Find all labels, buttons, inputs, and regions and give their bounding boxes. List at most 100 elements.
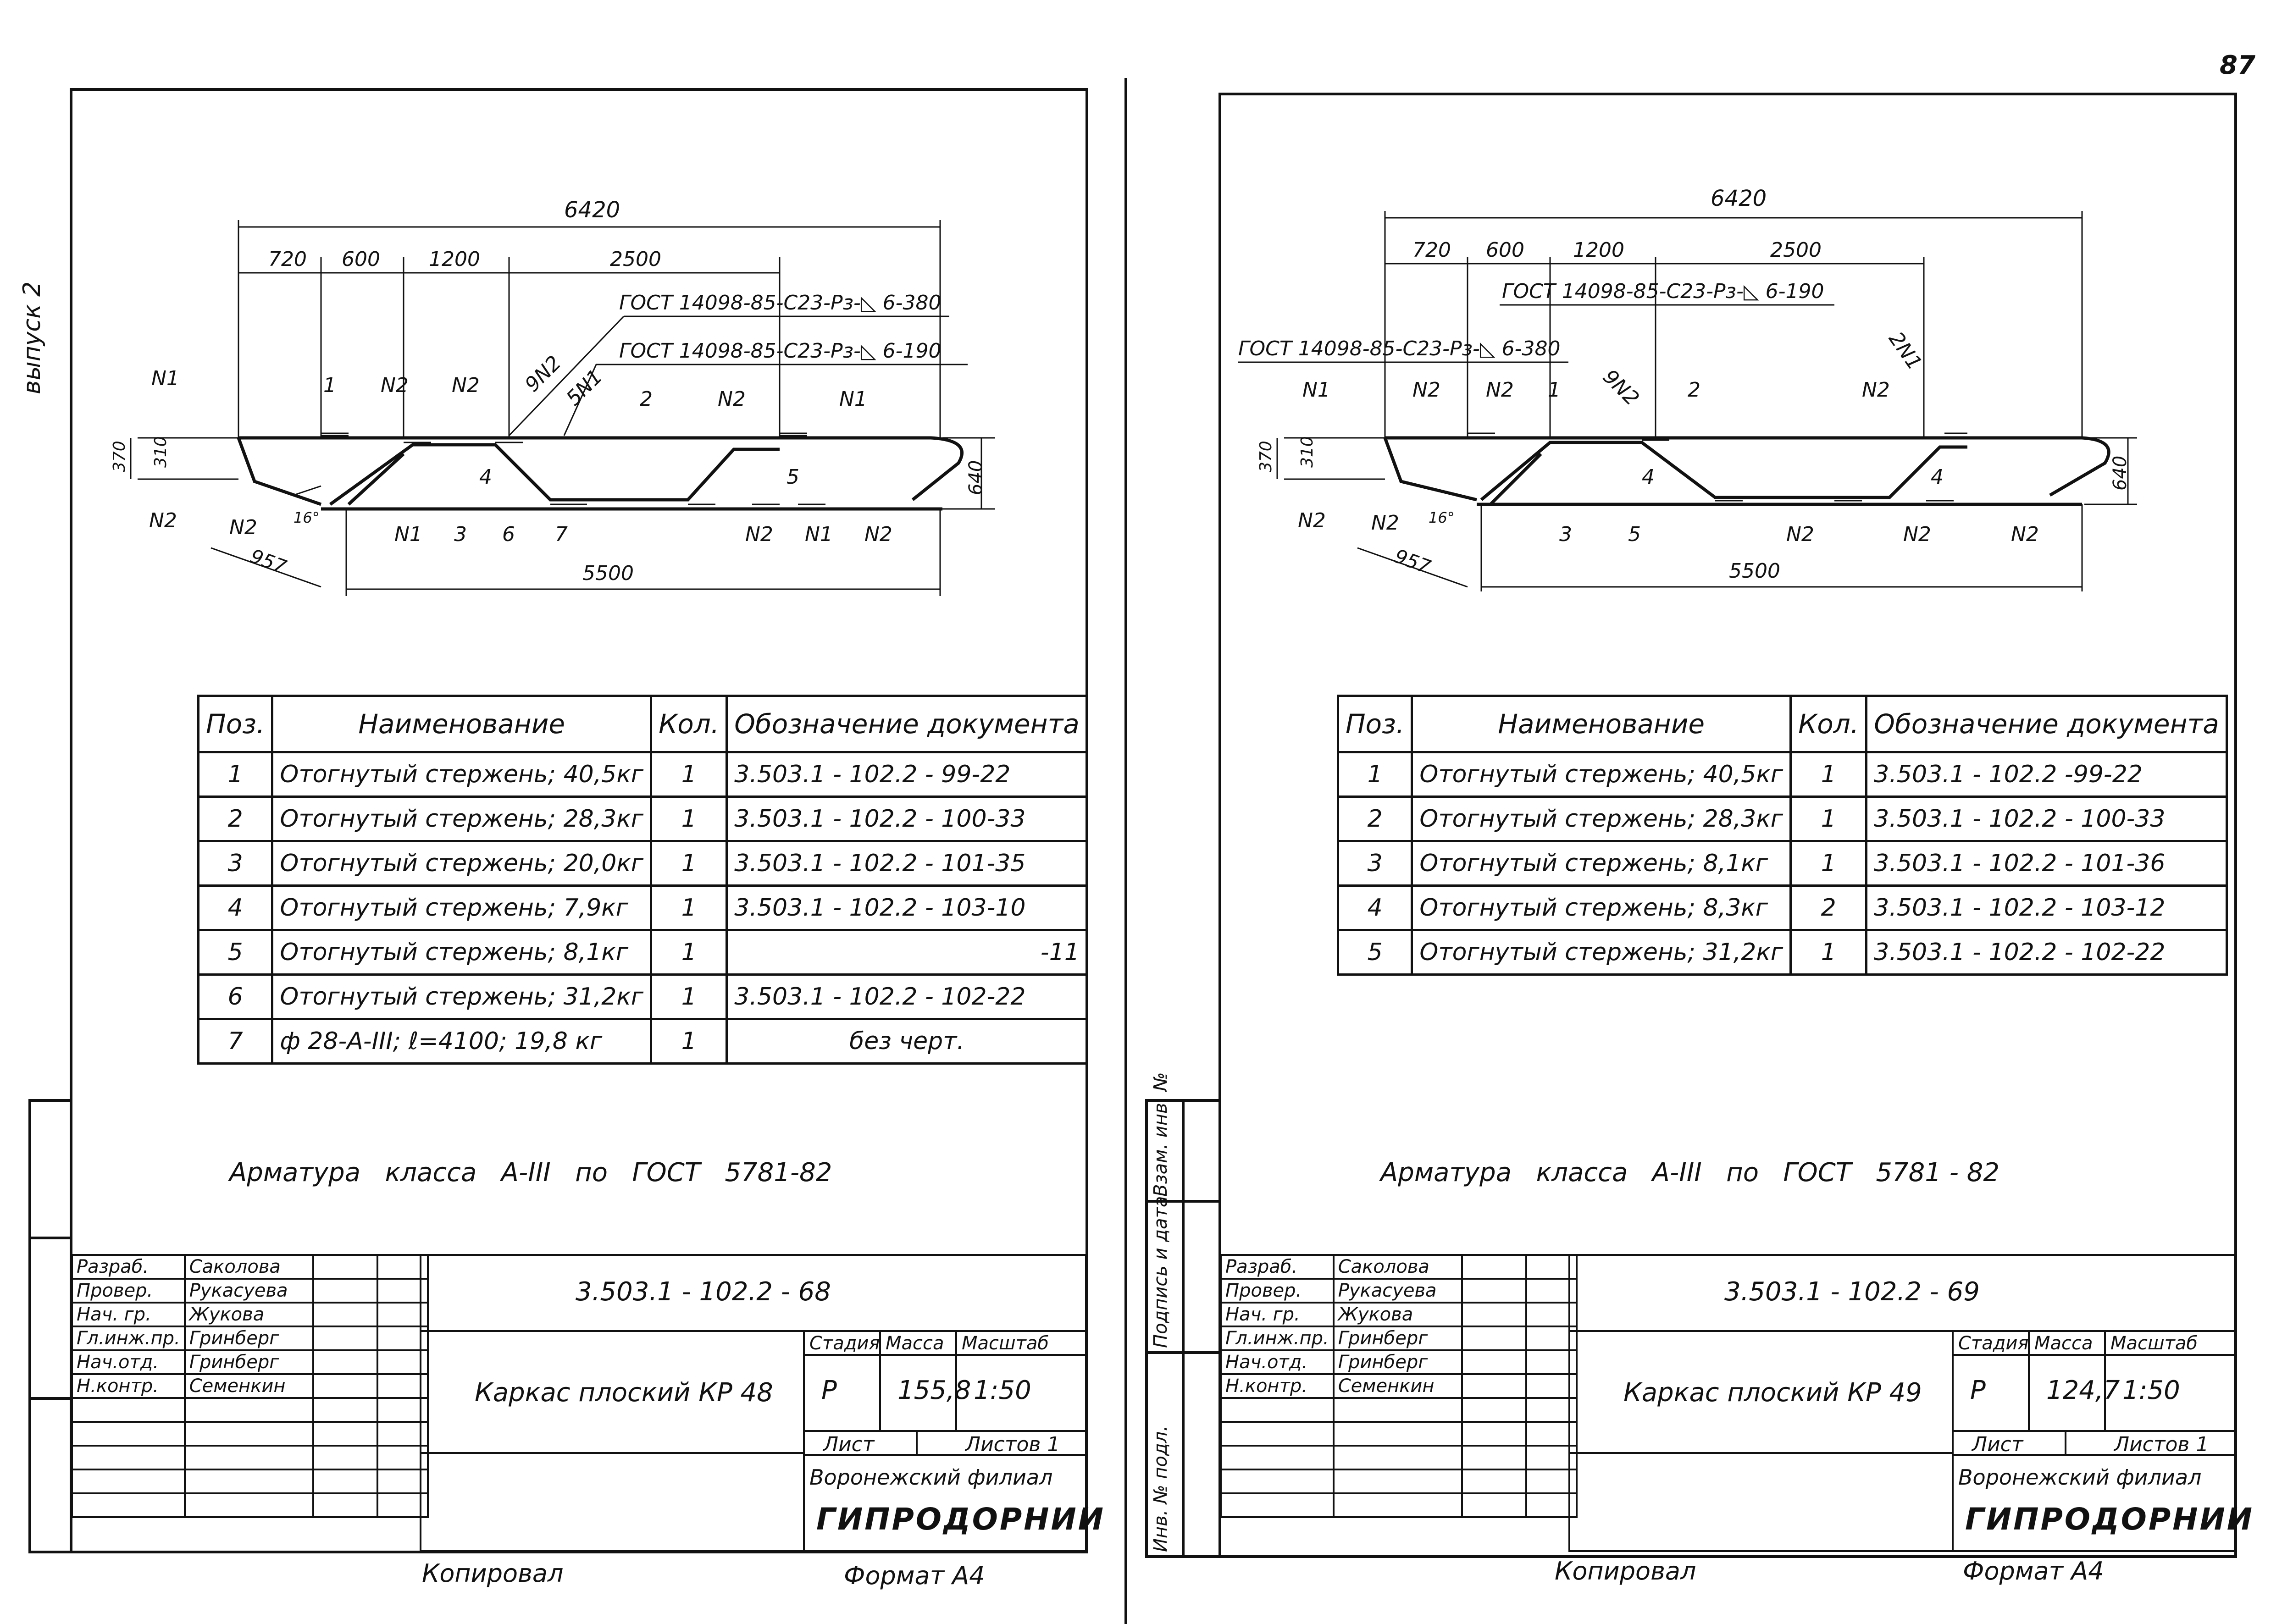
role-cell: Нач.отд. [71,1349,186,1375]
gost-lower: ГОСТ 14098-85-С23-Рз-◺ 6-190 [619,339,942,363]
cell-pos: 1 [197,751,274,798]
cell-doc: -11 [726,929,1088,976]
name-cell [1332,1492,1463,1518]
cell-pos: 7 [197,1018,274,1065]
name-cell [183,1445,314,1470]
col-name: Наименование [1411,695,1792,753]
org-line1: Воронежский филиал [809,1465,1053,1490]
signature-row [71,1469,429,1494]
cell-qty: 1 [1789,795,1868,842]
callout-top-r4: 1 [1548,378,1561,402]
role-cell [71,1469,186,1494]
callout-bottom-r2: N2 [1371,511,1399,535]
callout-bottom-5: 6 [502,523,515,546]
title-block-kr48: Разраб. Саколова Провер. Рукасуева Нач. … [71,1254,1103,1552]
dim-angle: 16° [294,509,320,526]
cell-qty: 1 [1789,929,1868,976]
cell-pos: 2 [197,795,274,842]
col-doc: Обозначение документа [726,695,1088,753]
signature-row [1220,1469,1578,1494]
sheets-count: Листов 1 [2114,1433,2209,1456]
stage-label: Стадия [809,1333,880,1354]
sign-cell [312,1326,378,1351]
dim-2500-r: 2500 [1770,238,1822,262]
signature-row: Нач. гр. Жукова [1220,1302,1578,1327]
gost-upper-r: ГОСТ 14098-85-С23-Рз-◺ 6-190 [1502,280,1824,303]
dim-2500: 2500 [610,248,661,271]
sign-cell [1461,1421,1527,1447]
page-number: 87 [2220,50,2255,80]
cell-pos: 5 [197,929,274,976]
cell-qty: 2 [1789,884,1868,931]
cell-name: Отогнутый стержень; 40,5кг [271,751,653,798]
sheet-label: Лист [823,1433,875,1456]
drawing-title: Каркас плоский КР 48 [475,1378,773,1408]
cell-pos: 3 [197,840,274,887]
name-cell: Саколова [1332,1254,1463,1280]
sign-cell [312,1445,378,1470]
cell-qty: 1 [650,795,728,842]
cell-doc: 3.503.1 - 102.2 - 100-33 [1865,795,2228,842]
name-cell: Рукасуева [183,1278,314,1304]
name-cell: Семенкин [1332,1373,1463,1399]
kr48-frame-drawing [237,220,964,596]
sign-cell [1461,1326,1527,1351]
stage-value: Р [821,1375,837,1405]
signature-row: Провер. Рукасуева [1220,1278,1578,1304]
cell-doc: 3.503.1 - 102.2 - 101-35 [726,840,1088,887]
name-cell [1332,1469,1463,1494]
stage-label: Стадия [1958,1333,2029,1354]
callout-bottom-8: N1 [805,523,833,546]
col-name: Наименование [271,695,653,753]
sign-cell [1461,1445,1527,1470]
cell-qty: 1 [650,1018,728,1065]
callout-bottom-r5: N2 [1786,523,1814,546]
dim-640: 640 [965,460,986,495]
cell-pos: 4 [1336,884,1413,931]
cell-doc: 3.503.1 - 102.2 -99-22 [1865,751,2228,798]
callout-bottom-r6: N2 [1903,523,1931,546]
dim-640-r: 640 [2110,455,2131,491]
side-label-sign: Подпись и дата [1150,1196,1171,1348]
mass-label: Масса [2034,1333,2093,1354]
cell-qty: 1 [650,973,728,1020]
callout-bottom-r4: 5 [1628,523,1641,546]
sign-cell [1461,1469,1527,1494]
cell-qty: 1 [650,840,728,887]
side-label-inv: Инв. № подл. [1150,1425,1171,1552]
mass-value: 155,8 [897,1375,971,1405]
sign-cell [312,1278,378,1304]
name-cell: Семенкин [183,1373,314,1399]
signature-row [1220,1421,1578,1447]
role-cell: Провер. [71,1278,186,1304]
callout-bottom-2: N2 [229,516,257,539]
role-cell [71,1445,186,1470]
signature-row [1220,1445,1578,1470]
col-pos: Поз. [1336,695,1413,753]
signature-row [1220,1492,1578,1518]
role-cell: Провер. [1220,1278,1335,1304]
signature-row [71,1421,429,1447]
role-cell: Н.контр. [71,1373,186,1399]
sign-cell [1461,1302,1527,1327]
dim-720: 720 [268,248,307,271]
role-cell: Н.контр. [1220,1373,1335,1399]
cell-qty: 1 [650,751,728,798]
sign-cell [1461,1492,1527,1518]
signature-grid: Разраб. Саколова Провер. Рукасуева Нач. … [1220,1254,1578,1518]
callout-bottom-3: N1 [394,523,422,546]
role-cell: Гл.инж.пр. [1220,1326,1335,1351]
signature-grid: Разраб. Саколова Провер. Рукасуева Нач. … [71,1254,429,1518]
signature-row: Провер. Рукасуева [71,1278,429,1304]
callout-top-r2: N2 [1412,378,1440,402]
scale-value: 1:50 [2122,1375,2180,1405]
drawing-code: 3.503.1 - 102.2 - 68 [576,1277,831,1307]
cell-name: Отогнутый стержень; 7,9кг [271,884,653,931]
